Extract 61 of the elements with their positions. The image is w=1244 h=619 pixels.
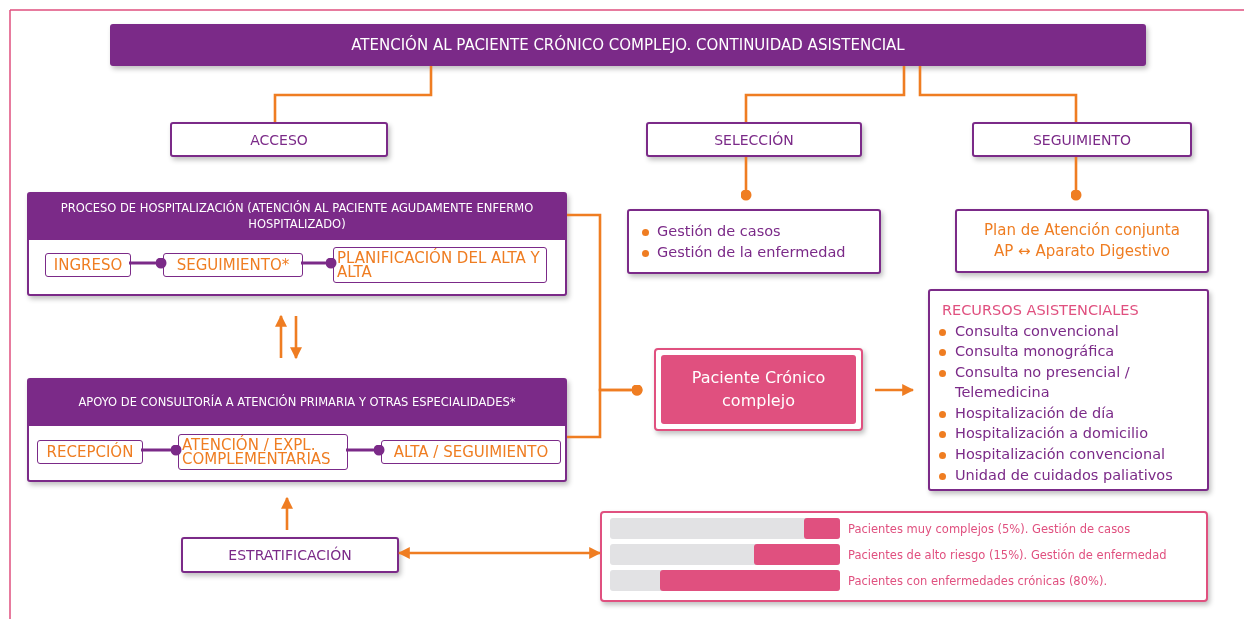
panel-header: APOYO DE CONSULTORÍA A ATENCIÓN PRIMARIA Y OTRAS ESPECIALIDADES* <box>29 380 565 426</box>
node-label: ATENCIÓN AL PACIENTE CRÓNICO COMPLEJO. CONTINUIDAD ASISTENCIAL <box>351 36 905 54</box>
bar-label: Pacientes con enfermedades crónicas (80%). <box>848 573 1108 588</box>
panel-header: PROCESO DE HOSPITALIZACIÓN (ATENCIÓN AL PACIENTE AGUDAMENTE ENFERMO HOSPITALIZADO) <box>29 194 565 240</box>
connector <box>301 257 337 269</box>
list-item: Consulta no presencial / Telemedicina <box>938 361 1205 403</box>
node-label: Plan de Atención conjunta AP ↔ Aparato Digestivo <box>983 220 1181 262</box>
connector <box>397 547 602 559</box>
step-box <box>45 253 131 277</box>
bar-label: Pacientes de alto riesgo (15%). Gestión de enfermedad <box>848 547 1167 562</box>
stratification-panel <box>600 511 1208 602</box>
category-box <box>181 537 399 573</box>
resources-box <box>928 289 1209 491</box>
node-label: ACCESO <box>250 131 308 148</box>
node-label: SEGUIMIENTO <box>1032 131 1132 148</box>
process-panel <box>27 378 567 482</box>
list-item: Unidad de cuidados paliativos <box>938 464 1205 486</box>
list-item: Consulta convencional <box>938 320 1205 342</box>
node-label: ESTRATIFICACIÓN <box>228 547 352 563</box>
list-heading: RECURSOS ASISTENCIALES <box>941 301 1139 320</box>
plan-box <box>955 209 1209 273</box>
category-box <box>646 122 862 157</box>
list-item: Gestión de la enfermedad <box>641 242 846 264</box>
node-label: PLANIFICACIÓN DEL ALTA Y ALTA <box>337 250 541 280</box>
node-label: INGRESO <box>53 257 123 273</box>
list-item: Gestión de casos <box>641 221 781 242</box>
connector <box>273 66 433 122</box>
category-box <box>170 122 388 157</box>
patient-label: Paciente Crónico complejo <box>661 355 856 424</box>
connector <box>290 316 302 360</box>
list-item: Hospitalización de día <box>938 402 1205 424</box>
connector <box>281 496 293 530</box>
connector <box>740 157 752 201</box>
connector <box>275 314 287 358</box>
patient-box <box>654 348 863 431</box>
step-box <box>178 434 348 470</box>
node-label: SEGUIMIENTO* <box>176 257 290 273</box>
connector <box>129 257 167 269</box>
step-box <box>381 440 561 464</box>
connector <box>346 444 385 456</box>
process-panel <box>27 192 567 296</box>
list-item: Hospitalización convencional <box>938 444 1205 465</box>
title-bar <box>110 24 1146 66</box>
list-box <box>627 209 881 274</box>
list-item: Consulta monográfica <box>938 341 1205 362</box>
node-label: ATENCIÓN / EXPL. COMPLEMENTARIAS <box>182 437 332 467</box>
bar-label: Pacientes muy complejos (5%). Gestión de casos <box>848 521 1131 536</box>
connector <box>744 66 906 122</box>
node-label: ALTA / SEGUIMIENTO <box>393 444 549 460</box>
node-label: RECEPCIÓN <box>46 444 134 460</box>
connector <box>918 66 1078 122</box>
step-box <box>163 253 303 277</box>
connector <box>567 384 643 439</box>
connector <box>1070 157 1082 201</box>
connector <box>875 384 915 396</box>
step-box <box>333 247 547 283</box>
category-box <box>972 122 1192 157</box>
step-box <box>37 440 143 464</box>
list-item: Hospitalización a domicilio <box>938 423 1205 445</box>
connector <box>141 444 182 456</box>
node-label: SELECCIÓN <box>714 131 794 148</box>
